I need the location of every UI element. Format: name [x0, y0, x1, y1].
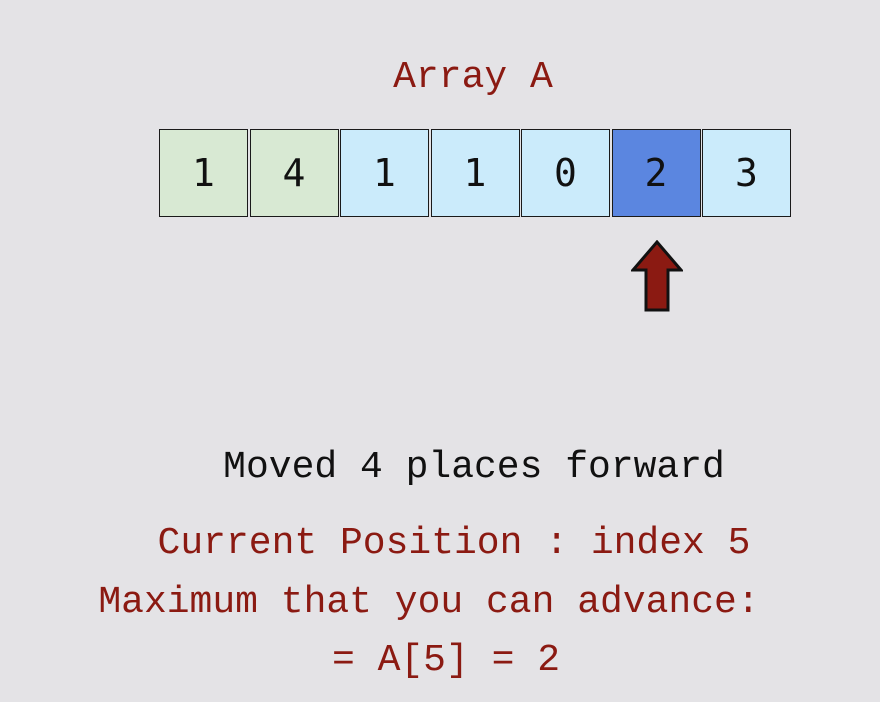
array-cell-4: 0	[521, 129, 610, 217]
array-title: Array A	[393, 56, 553, 99]
array-cell-0: 1	[159, 129, 248, 217]
array-cell-1: 4	[249, 129, 339, 217]
array-cell-2: 1	[340, 129, 429, 217]
array-cell-6: 3	[702, 129, 791, 217]
array-cell-3: 1	[430, 129, 520, 217]
moved-text: Moved 4 places forward	[223, 446, 725, 489]
up-arrow-icon	[631, 240, 683, 312]
max-advance-label: Maximum that you can advance:	[98, 581, 760, 624]
arrow-shape	[631, 240, 683, 312]
current-position-text: Current Position : index 5	[157, 522, 751, 565]
array-cell-5: 2	[611, 129, 701, 217]
max-advance-value: = A[5] = 2	[331, 639, 561, 682]
